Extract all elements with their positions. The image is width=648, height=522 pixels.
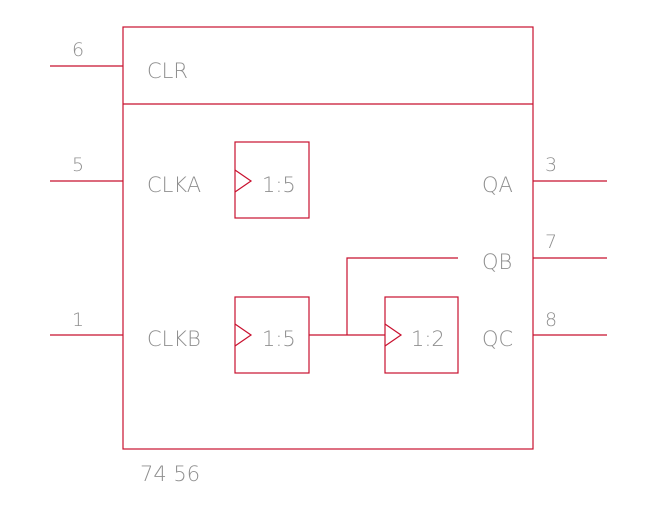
divider-b-ratio: 1:5 (262, 327, 296, 351)
pin-number-qa: 3 (545, 154, 557, 176)
part-label: 74 56 (140, 462, 200, 486)
signal-label-clkb: CLKB (147, 327, 201, 351)
divider-c-clock-triangle (384, 323, 403, 347)
wire-tap-to-qb (346, 257, 458, 335)
divider-c-ratio: 1:2 (411, 327, 445, 351)
signal-label-clr: CLR (147, 59, 188, 83)
pin-number-clr: 6 (72, 39, 84, 61)
signal-label-qa: QA (482, 173, 513, 197)
divider-a-ratio: 1:5 (262, 173, 296, 197)
signal-label-qc: QC (482, 327, 513, 351)
ic-body (122, 26, 534, 450)
signal-label-clka: CLKA (147, 173, 201, 197)
pin-number-qc: 8 (545, 309, 557, 331)
signal-label-qb: QB (482, 250, 512, 274)
divider-b-clock-triangle (234, 323, 253, 347)
divider-a-clock-triangle (234, 169, 253, 193)
pin-number-clkb: 1 (72, 309, 84, 331)
pin-number-qb: 7 (545, 231, 557, 253)
divider-a-box (234, 141, 310, 219)
pin-number-clka: 5 (72, 154, 84, 176)
